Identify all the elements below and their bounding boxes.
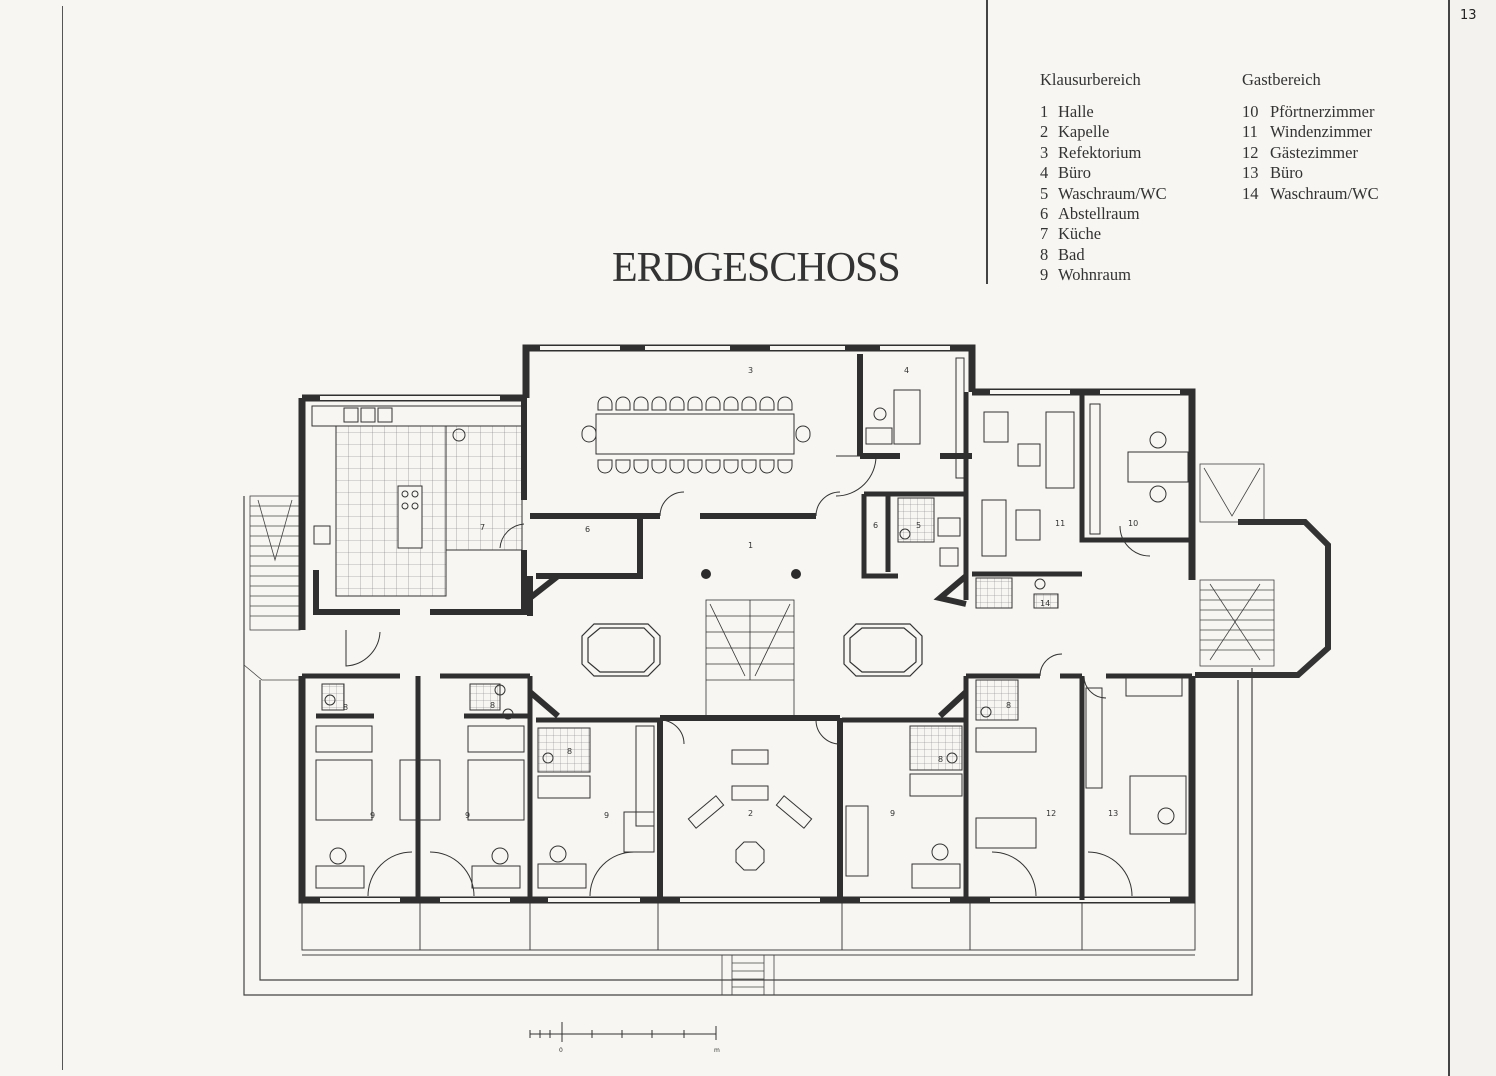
room-label-9: 9	[604, 811, 609, 820]
right-rooms-walls	[842, 392, 1192, 900]
legend-heading: Klausurbereich	[1040, 70, 1141, 89]
room-label-4: 4	[904, 366, 909, 375]
right-porch-walls	[1195, 519, 1331, 678]
refectory-chairs-bottom	[597, 459, 793, 474]
room-label-2: 2	[748, 809, 753, 818]
room-label-1: 1	[748, 541, 753, 550]
refectory-chairs-top	[597, 396, 793, 411]
kitchen-walls	[313, 398, 527, 615]
room-label-8: 8	[1006, 701, 1011, 710]
scale-label-end: m	[714, 1047, 720, 1054]
page-edge	[1450, 0, 1496, 1076]
room-label-8: 8	[567, 747, 572, 756]
header-divider	[986, 0, 988, 284]
page-number: 13	[1460, 8, 1477, 23]
left-stair	[243, 495, 301, 681]
refectory-walls	[530, 354, 863, 519]
room-label-5: 5	[916, 521, 921, 530]
room-label-10: 10	[1128, 519, 1138, 528]
room-label-6: 6	[585, 525, 590, 534]
room-label-9: 9	[465, 811, 470, 820]
kitchen	[311, 405, 525, 597]
refectory	[581, 413, 811, 455]
right-stair	[1199, 463, 1275, 667]
scale-label-start: 0	[559, 1047, 563, 1054]
balcony-strip	[301, 901, 1196, 956]
room-label-13: 13	[1108, 809, 1118, 818]
entrance-steps	[721, 954, 775, 996]
office-4	[835, 357, 965, 497]
room-label-7: 7	[480, 523, 485, 532]
page-left-rule	[62, 6, 63, 1070]
room-label-6: 6	[873, 521, 878, 530]
wc-5-walls	[861, 392, 969, 600]
room-label-11: 11	[1055, 519, 1065, 528]
room-label-9: 9	[890, 809, 895, 818]
legend-heading: Gastbereich	[1242, 70, 1321, 89]
room-11	[981, 411, 1075, 557]
door-swings	[345, 491, 1107, 745]
room-label-9: 9	[370, 811, 375, 820]
page-right-rule	[1448, 0, 1450, 1076]
room-label-14: 14	[1040, 599, 1050, 608]
hall-tables	[581, 623, 923, 677]
left-rooms-walls	[302, 673, 660, 900]
room-label-3: 3	[748, 366, 753, 375]
central-stair	[705, 599, 795, 719]
hall-diagonal-walls	[527, 573, 969, 719]
scale-bar	[529, 1022, 717, 1042]
chapel	[687, 749, 813, 871]
chapel-walls	[657, 715, 843, 900]
right-rooms-furniture	[845, 577, 1187, 897]
room-label-8: 8	[938, 755, 943, 764]
room-10	[1089, 403, 1189, 557]
wc-5	[897, 497, 961, 567]
room-label-8: 8	[490, 701, 495, 710]
room-label-8: 8	[343, 703, 348, 712]
hall-columns	[701, 569, 801, 579]
room-label-12: 12	[1046, 809, 1056, 818]
page-title: ERDGESCHOSS	[612, 245, 901, 291]
left-rooms-furniture	[315, 683, 655, 897]
